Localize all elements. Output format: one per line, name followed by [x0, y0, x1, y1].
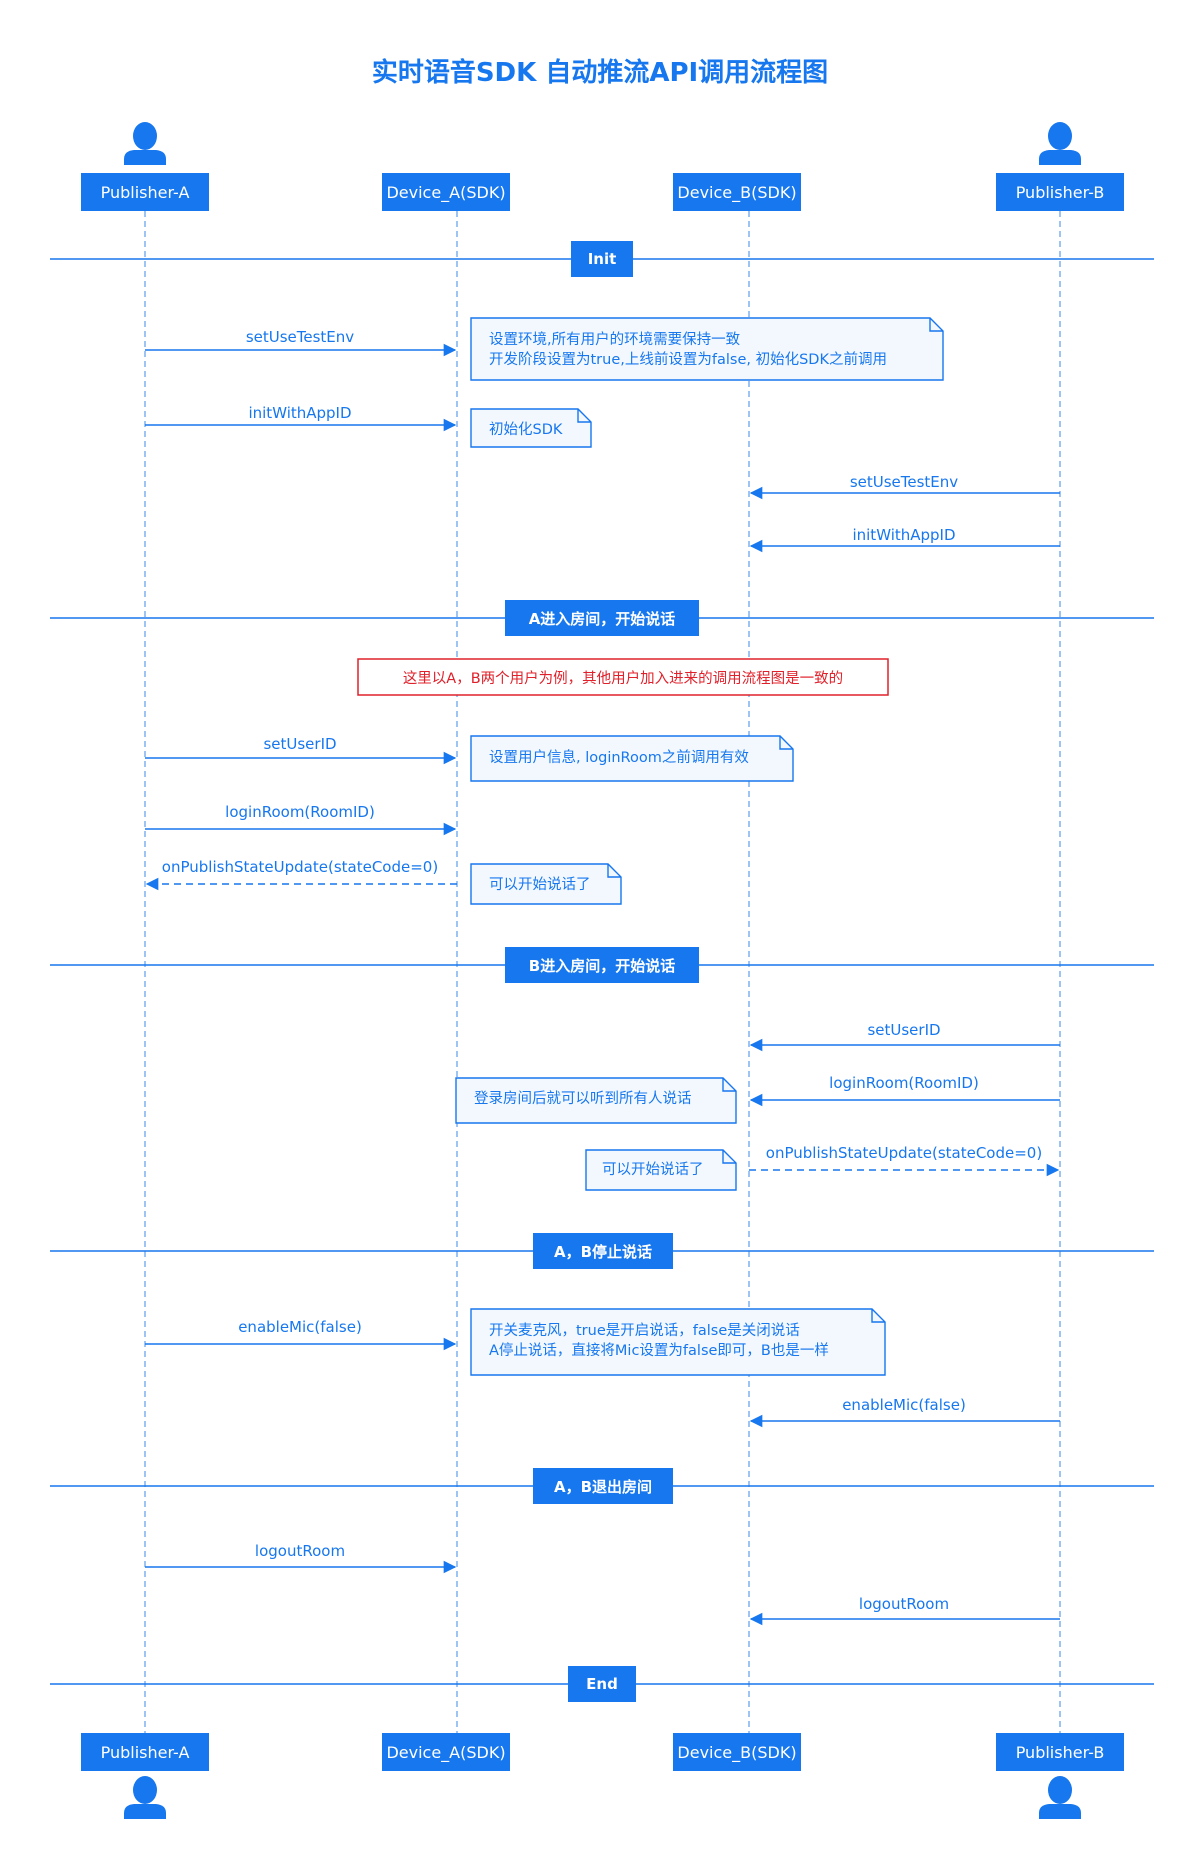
note-box — [470, 735, 794, 782]
section-label-init: Init — [571, 241, 633, 277]
note-text: 开关麦克风，true是开启说话，false是关闭说话 A停止说话，直接将Mic设… — [489, 1321, 829, 1361]
note-text: 登录房间后就可以听到所有人说话 — [474, 1089, 692, 1109]
message-label: loginRoom(RoomID) — [829, 1074, 979, 1092]
note-box — [470, 317, 944, 381]
note-line: 初始化SDK — [489, 422, 563, 438]
diagram-title: 实时语音SDK 自动推流API调用流程图 — [371, 58, 829, 88]
message-label: enableMic(false) — [842, 1396, 966, 1414]
note-box — [585, 1149, 737, 1191]
note-fold — [929, 318, 943, 332]
section-label-exit-room: A，B退出房间 — [533, 1468, 673, 1504]
person-icon — [124, 122, 166, 165]
note-fold — [871, 1309, 885, 1323]
participant-device-a-top: Device_A(SDK) — [382, 173, 510, 211]
note-fold — [779, 736, 793, 750]
person-icon — [1039, 122, 1081, 165]
participant-device-b-bottom: Device_B(SDK) — [673, 1733, 801, 1771]
message-label: initWithAppID — [248, 404, 352, 422]
person-icon — [124, 1776, 166, 1819]
note-fold — [722, 1078, 736, 1092]
participant-publisher-a-top: Publisher-A — [81, 173, 209, 211]
message-label: setUserID — [263, 735, 337, 753]
note-line: 开发阶段设置为true,上线前设置为false, 初始化SDK之前调用 — [489, 352, 887, 368]
note-fold — [607, 864, 621, 878]
note-fold — [722, 1150, 736, 1164]
note-text: 可以开始说话了 — [489, 875, 591, 895]
warning-text: 这里以A，B两个用户为例，其他用户加入进来的调用流程图是一致的 — [402, 671, 844, 687]
warning-box — [357, 658, 889, 696]
message-label: logoutRoom — [858, 1595, 950, 1613]
participant-device-b-top: Device_B(SDK) — [673, 173, 801, 211]
note-line: 设置环境,所有用户的环境需要保持一致 — [489, 332, 741, 348]
note-box — [455, 1077, 737, 1124]
note-text: 设置环境,所有用户的环境需要保持一致 开发阶段设置为true,上线前设置为fal… — [489, 330, 887, 370]
message-label: logoutRoom — [254, 1542, 346, 1560]
message-label: initWithAppID — [852, 526, 956, 544]
participant-publisher-b-top: Publisher-B — [996, 173, 1124, 211]
note-box — [470, 1308, 886, 1376]
note-line: 设置用户信息, loginRoom之前调用有效 — [489, 750, 749, 766]
message-label: setUserID — [867, 1021, 941, 1039]
note-line: 可以开始说话了 — [489, 877, 591, 893]
note-line: 登录房间后就可以听到所有人说话 — [474, 1091, 692, 1107]
note-text: 初始化SDK — [489, 420, 562, 440]
note-line: 开关麦克风，true是开启说话，false是关闭说话 — [489, 1323, 800, 1339]
section-label-stop-speaking: A，B停止说话 — [533, 1233, 673, 1269]
participant-publisher-a-bottom: Publisher-A — [81, 1733, 209, 1771]
message-label: loginRoom(RoomID) — [225, 803, 375, 821]
section-label-b-enter: B进入房间，开始说话 — [505, 947, 699, 983]
section-label-end: End — [568, 1666, 636, 1702]
note-fold — [577, 409, 591, 423]
note-text: 可以开始说话了 — [602, 1160, 704, 1180]
section-label-a-enter: A进入房间，开始说话 — [505, 600, 699, 636]
participant-device-a-bottom: Device_A(SDK) — [382, 1733, 510, 1771]
message-label: setUseTestEnv — [849, 473, 959, 491]
note-line: 可以开始说话了 — [602, 1162, 704, 1178]
participant-publisher-b-bottom: Publisher-B — [996, 1733, 1124, 1771]
note-box — [470, 408, 592, 448]
message-label: onPublishStateUpdate(stateCode=0) — [161, 858, 439, 876]
note-line: A停止说话，直接将Mic设置为false即可，B也是一样 — [489, 1343, 829, 1359]
person-icon — [1039, 1776, 1081, 1819]
note-text: 设置用户信息, loginRoom之前调用有效 — [489, 748, 749, 768]
message-label: setUseTestEnv — [245, 328, 355, 346]
message-label: onPublishStateUpdate(stateCode=0) — [765, 1144, 1043, 1162]
message-label: enableMic(false) — [238, 1318, 362, 1336]
note-box — [470, 863, 622, 905]
